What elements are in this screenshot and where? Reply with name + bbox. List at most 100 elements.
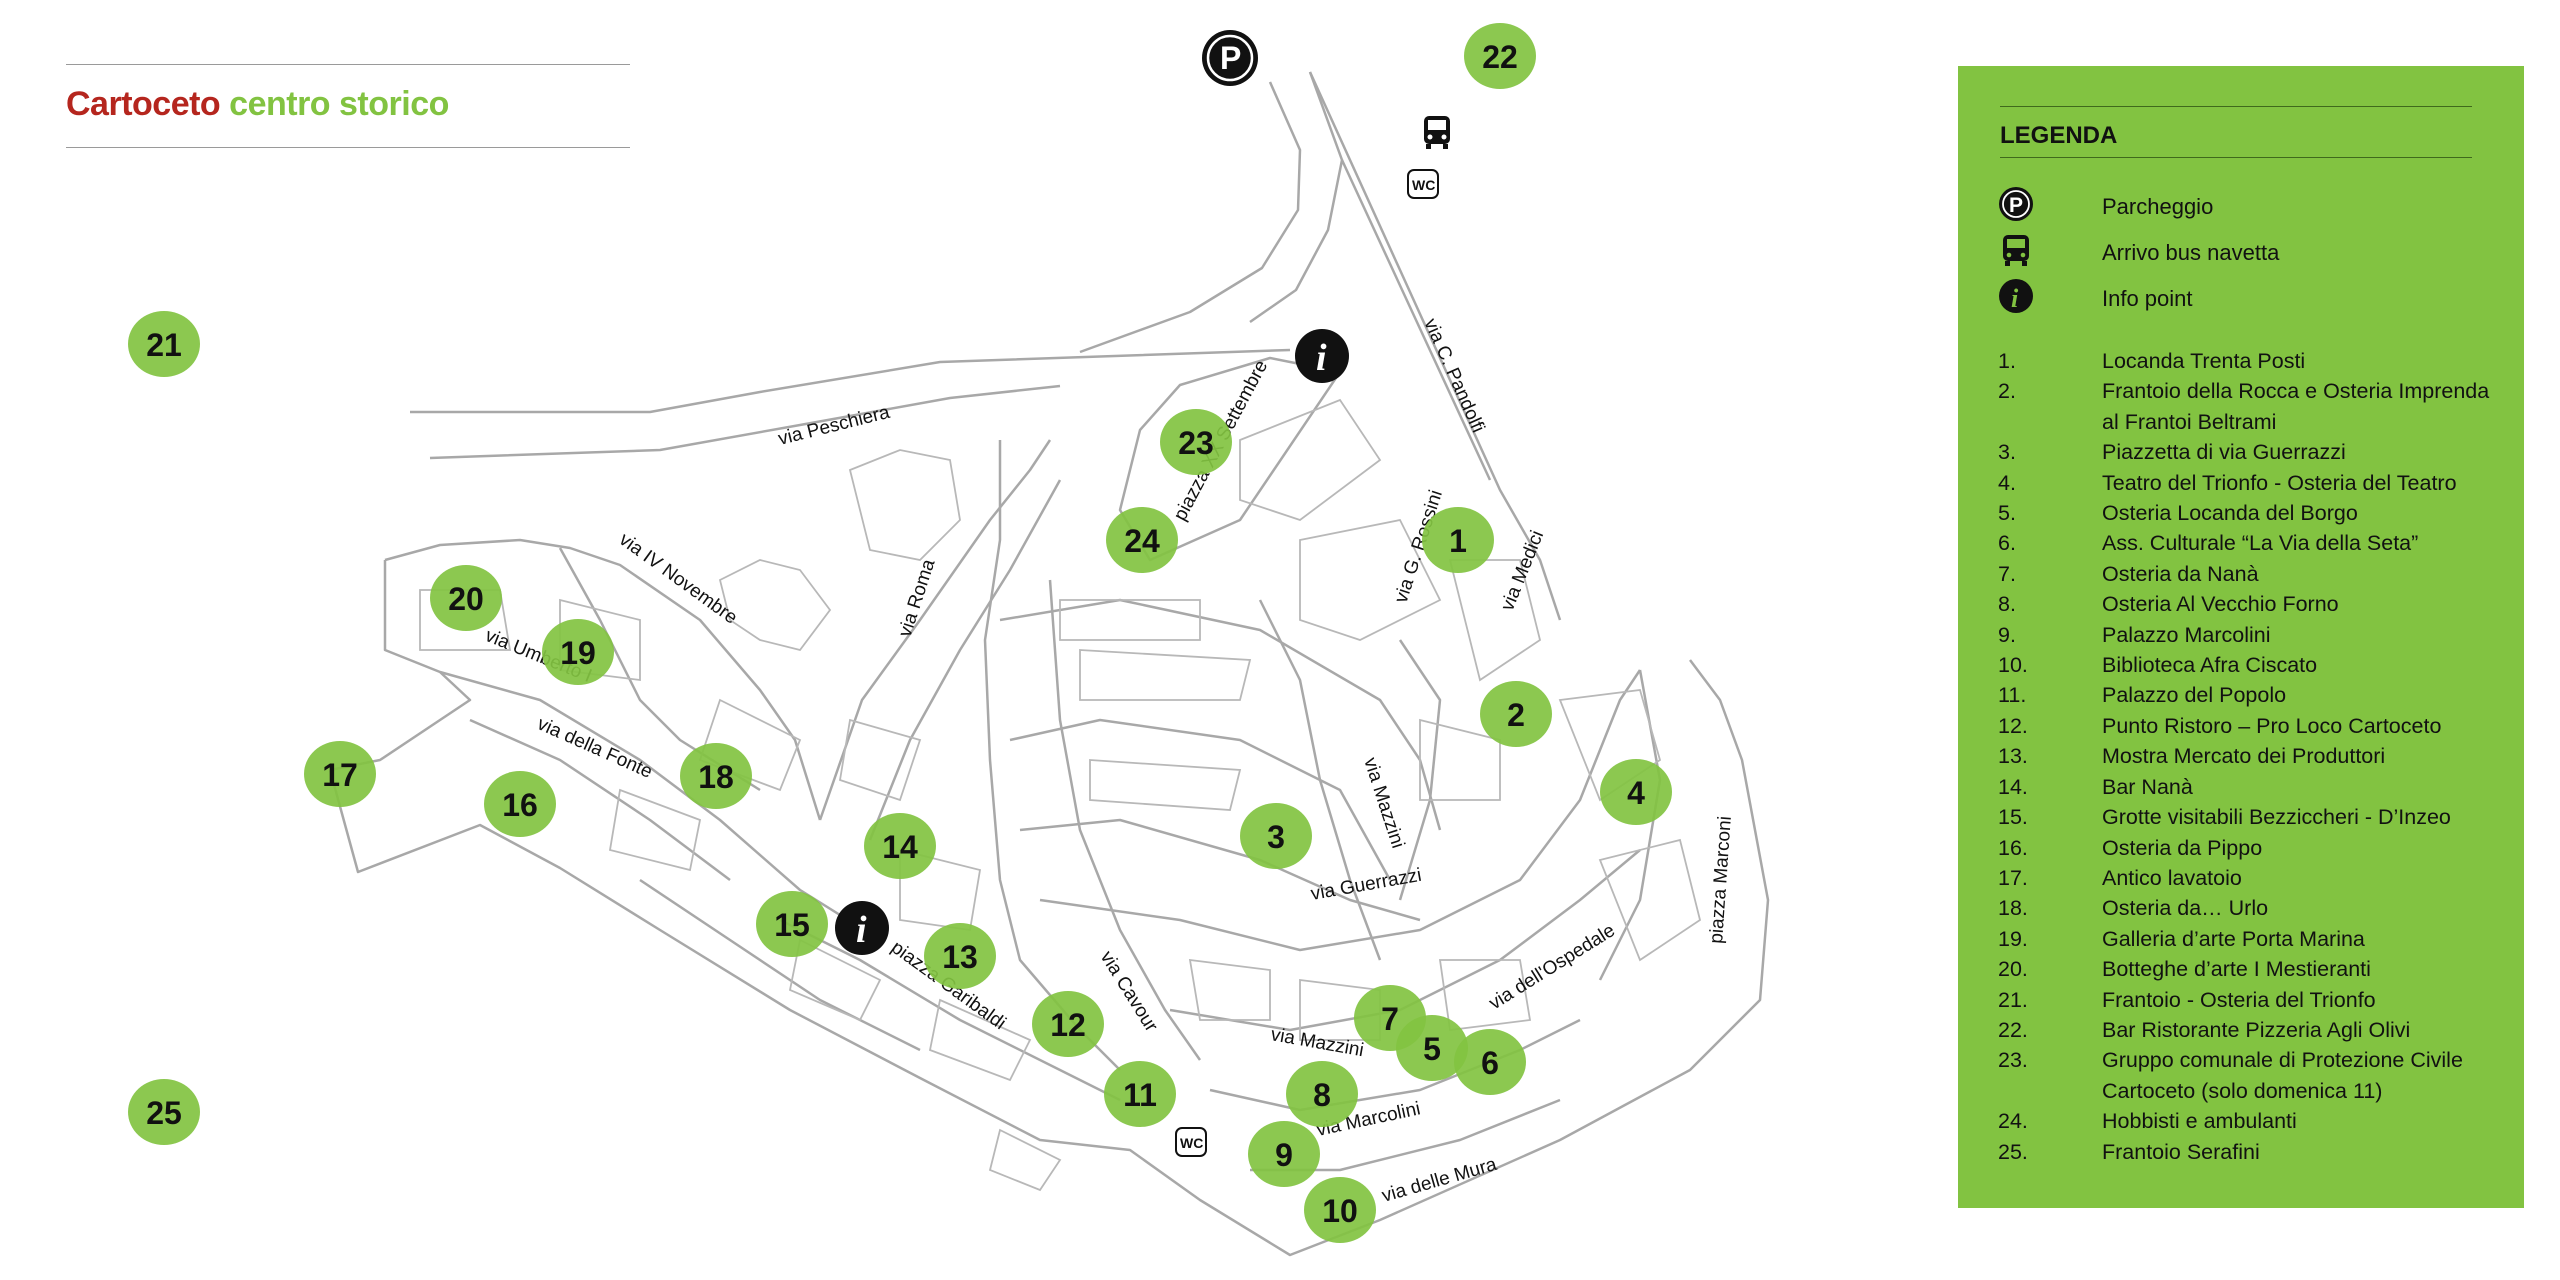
bus-icon: [1424, 116, 1450, 149]
poi-marker-1[interactable]: 1: [1422, 507, 1494, 573]
poi-marker-9[interactable]: 9: [1248, 1121, 1320, 1187]
poi-marker-2[interactable]: 2: [1480, 681, 1552, 747]
poi-marker-7[interactable]: 7: [1354, 985, 1426, 1051]
legend-item-number: 7.: [1998, 561, 2016, 586]
legend-item-number: 21.: [1998, 987, 2028, 1012]
poi-marker-circle: [128, 311, 200, 377]
poi-marker-number: 6: [1481, 1045, 1499, 1081]
svg-text:i: i: [1316, 337, 1327, 379]
street-label: piazza Marconi: [1706, 815, 1736, 944]
legend-item-text: Osteria da… Urlo: [2102, 896, 2269, 921]
legend-item-number: 2.: [1998, 379, 2016, 404]
poi-marker-circle: [756, 891, 828, 957]
legend-item-text: Bar Ristorante Pizzeria Agli Olivi: [2102, 1017, 2411, 1042]
poi-marker-circle: [542, 619, 614, 685]
poi-marker-circle: [128, 1079, 200, 1145]
legend-item-number: 20.: [1998, 957, 2028, 982]
legend-item-text: Osteria Locanda del Borgo: [2102, 501, 2358, 526]
legend-item: 24.Hobbisti e ambulanti: [1998, 1106, 2498, 1136]
legend-item: 15.Grotte visitabili Bezziccheri - D’Inz…: [1998, 802, 2498, 832]
poi-marker-17[interactable]: 17: [304, 741, 376, 807]
legend-item: 19. Galleria d’arte Porta Marina: [1998, 924, 2498, 954]
poi-marker-circle: [1160, 409, 1232, 475]
legend-item-number: 6.: [1998, 531, 2016, 556]
legend-item: 12.Punto Ristoro – Pro Loco Cartoceto: [1998, 711, 2498, 741]
poi-marker-23[interactable]: 23: [1160, 409, 1232, 475]
poi-marker-circle: [1304, 1177, 1376, 1243]
svg-text:i: i: [856, 909, 867, 951]
legend-item-text: Frantoio - Osteria del Trionfo: [2102, 987, 2376, 1012]
poi-marker-circle: [1286, 1061, 1358, 1127]
poi-marker-number: 9: [1275, 1137, 1293, 1173]
poi-marker-number: 23: [1178, 425, 1214, 461]
poi-marker-19[interactable]: 19: [542, 619, 614, 685]
poi-marker-20[interactable]: 20: [430, 565, 502, 631]
poi-marker-number: 10: [1322, 1193, 1358, 1229]
poi-marker-13[interactable]: 13: [924, 923, 996, 989]
poi-marker-12[interactable]: 12: [1032, 991, 1104, 1057]
poi-marker-number: 18: [698, 759, 734, 795]
parking-icon[interactable]: P: [1202, 30, 1258, 86]
legend-item-text: Piazzetta di via Guerrazzi: [2102, 440, 2346, 465]
parking-icon: P: [1999, 187, 2033, 221]
legend-item-number: 19.: [1998, 926, 2028, 951]
legend-item-text: Hobbisti e ambulanti: [2102, 1109, 2297, 1134]
legend-item-text: Osteria da Pippo: [2102, 835, 2263, 860]
legend-item: 2.Frantoio della Rocca e Osteria Imprend…: [1998, 376, 2498, 437]
poi-marker-circle: [1240, 803, 1312, 869]
legend-item-text: Teatro del Trionfo - Osteria del Teatro: [2102, 470, 2457, 495]
poi-marker-number: 11: [1123, 1077, 1157, 1113]
legend-item: 20.Botteghe d’arte I Mestieranti: [1998, 954, 2498, 984]
info-icon: i: [1999, 279, 2033, 313]
poi-marker-16[interactable]: 16: [484, 771, 556, 837]
poi-marker-4[interactable]: 4: [1600, 759, 1672, 825]
poi-marker-11[interactable]: 11: [1104, 1061, 1176, 1127]
legend-title: LEGENDA: [2000, 106, 2472, 158]
legend-item: 3.Piazzetta di via Guerrazzi: [1998, 437, 2498, 467]
legend-item: 8.Osteria Al Vecchio Forno: [1998, 589, 2498, 619]
poi-marker-15[interactable]: 15: [756, 891, 828, 957]
poi-marker-25[interactable]: 25: [128, 1079, 200, 1145]
poi-marker-circle: [1106, 507, 1178, 573]
legend-item-number: 11.: [1998, 683, 2027, 708]
poi-marker-8[interactable]: 8: [1286, 1061, 1358, 1127]
info-icon[interactable]: i: [835, 901, 889, 955]
legend-item: 18.Osteria da… Urlo: [1998, 893, 2498, 923]
poi-marker-number: 4: [1627, 775, 1645, 811]
legend-item-text: Mostra Mercato dei Produttori: [2102, 744, 2386, 769]
poi-marker-number: 2: [1507, 697, 1525, 733]
legend-item-number: 17.: [1998, 865, 2028, 890]
legend-item-text: Galleria d’arte Porta Marina: [2102, 926, 2365, 951]
street-label: via delle Mura: [1380, 1154, 1500, 1207]
legend-item-text: Punto Ristoro – Pro Loco Cartoceto: [2102, 713, 2442, 738]
poi-marker-circle: [1454, 1029, 1526, 1095]
legend-symbol-label: Info point: [2102, 286, 2193, 311]
poi-marker-21[interactable]: 21: [128, 311, 200, 377]
legend-item-text: Locanda Trenta Posti: [2102, 349, 2306, 373]
poi-marker-22[interactable]: 22: [1464, 23, 1536, 89]
poi-marker-number: 17: [322, 757, 358, 793]
legend-item: 23.Gruppo comunale di Protezione Civile …: [1998, 1045, 2498, 1106]
legend-item-text: Grotte visitabili Bezziccheri - D’Inzeo: [2102, 805, 2451, 830]
poi-marker-14[interactable]: 14: [864, 813, 936, 879]
poi-marker-number: 7: [1381, 1001, 1399, 1037]
legend-item-number: 14.: [1998, 774, 2028, 799]
legend-item: 14.Bar Nanà: [1998, 772, 2498, 802]
legend-item-number: 5.: [1998, 501, 2016, 526]
poi-marker-18[interactable]: 18: [680, 743, 752, 809]
poi-marker-number: 13: [942, 939, 978, 975]
poi-marker-number: 22: [1482, 39, 1518, 75]
poi-marker-24[interactable]: 24: [1106, 507, 1178, 573]
poi-marker-number: 19: [560, 635, 596, 671]
poi-marker-10[interactable]: 10: [1304, 1177, 1376, 1243]
poi-marker-number: 25: [146, 1095, 182, 1131]
poi-marker-6[interactable]: 6: [1454, 1029, 1526, 1095]
bus-icon: [2003, 235, 2029, 266]
map-canvas[interactable]: via Peschiera via IV Novembre via Umbert…: [0, 0, 1950, 1280]
legend-item: 7.Osteria da Nanà: [1998, 559, 2498, 589]
legend-item-number: 13.: [1998, 744, 2028, 769]
poi-marker-circle: [924, 923, 996, 989]
info-icon[interactable]: i: [1295, 329, 1349, 383]
street-label: via Cavour: [1096, 948, 1162, 1037]
poi-marker-3[interactable]: 3: [1240, 803, 1312, 869]
